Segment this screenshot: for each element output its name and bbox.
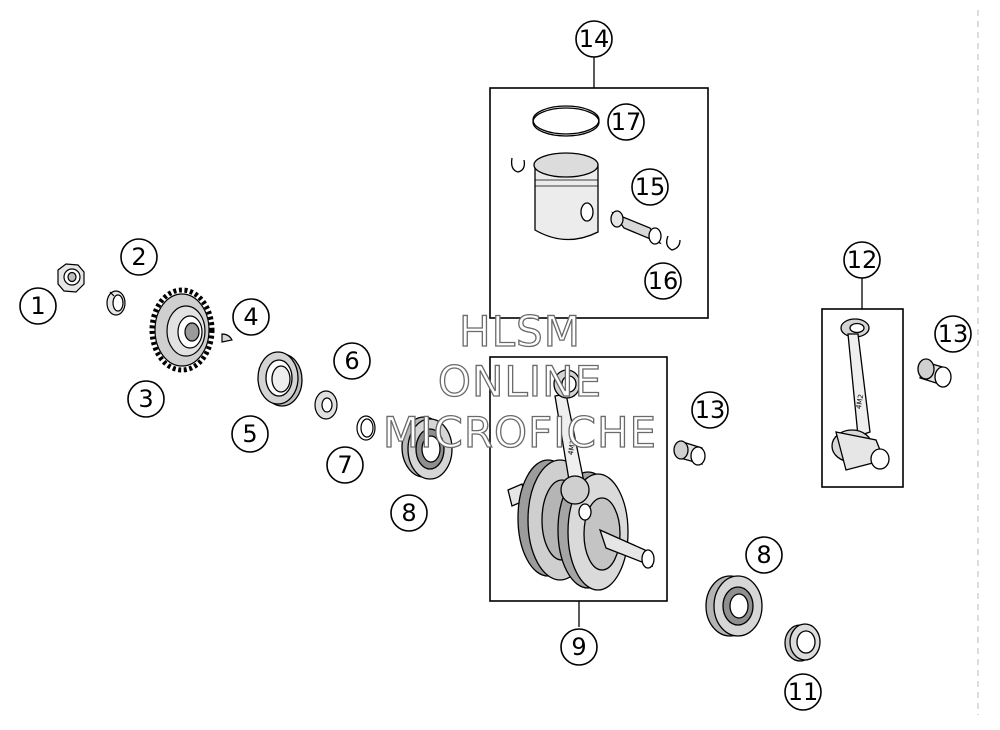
needle-bearing-center[interactable] [673, 440, 706, 466]
piston-circlip-right[interactable] [666, 235, 681, 251]
callout-14[interactable]: 14 [575, 20, 613, 58]
svg-text:1: 1 [30, 292, 45, 320]
callout-13-center[interactable]: 13 [691, 391, 729, 429]
primary-gear[interactable] [149, 287, 215, 373]
svg-text:8: 8 [401, 499, 416, 527]
callout-8-left[interactable]: 8 [390, 494, 428, 532]
callout-6[interactable]: 6 [333, 342, 371, 380]
callout-1[interactable]: 1 [19, 287, 57, 325]
svg-text:13: 13 [938, 320, 969, 348]
svg-text:4: 4 [243, 303, 258, 331]
callout-7[interactable]: 7 [326, 446, 364, 484]
svg-text:8: 8 [756, 541, 771, 569]
callout-2[interactable]: 2 [120, 238, 158, 276]
shaft-seal-small[interactable] [784, 623, 821, 662]
svg-text:6: 6 [344, 347, 359, 375]
ball-bearing-left[interactable] [401, 416, 453, 480]
svg-text:16: 16 [648, 267, 679, 295]
piston-pin[interactable] [610, 210, 662, 245]
callout-13-right[interactable]: 13 [934, 315, 972, 353]
crankshaft[interactable]: 4M2 [507, 369, 655, 591]
piston[interactable] [533, 152, 599, 241]
callout-9[interactable]: 9 [560, 628, 598, 666]
watermark: HLSM ONLINE MICROFICHE [382, 306, 657, 457]
callout-8-right[interactable]: 8 [745, 536, 783, 574]
callout-3[interactable]: 3 [127, 380, 165, 418]
callout-16[interactable]: 16 [644, 262, 682, 300]
svg-text:MICROFICHE: MICROFICHE [383, 408, 657, 457]
piston-kit-frame [489, 87, 709, 319]
svg-text:9: 9 [571, 633, 586, 661]
callout-12[interactable]: 12 [843, 241, 881, 279]
crankshaft-conrod-marking: 4M2 [567, 440, 577, 456]
svg-text:5: 5 [242, 420, 257, 448]
ball-bearing-right[interactable] [705, 575, 763, 637]
lock-washer[interactable] [106, 290, 126, 316]
svg-text:13: 13 [695, 396, 726, 424]
svg-text:HLSM: HLSM [459, 307, 581, 356]
callout-11[interactable]: 11 [784, 673, 822, 711]
thrust-washer[interactable] [314, 390, 338, 420]
svg-text:15: 15 [635, 173, 666, 201]
svg-text:3: 3 [138, 385, 153, 413]
svg-text:17: 17 [611, 108, 642, 136]
woodruff-key[interactable] [221, 333, 233, 343]
connecting-rod[interactable]: 4M2 [831, 318, 890, 471]
needle-bearing-right[interactable] [917, 358, 952, 388]
callout-17[interactable]: 17 [607, 103, 645, 141]
svg-text:14: 14 [579, 25, 610, 53]
callout-15[interactable]: 15 [631, 168, 669, 206]
shim-ring[interactable] [356, 415, 376, 441]
conrod-kit-marking: 4M2 [855, 394, 865, 410]
callout-5[interactable]: 5 [231, 415, 269, 453]
svg-text:7: 7 [337, 451, 352, 479]
collar-nut[interactable] [57, 263, 85, 293]
svg-text:12: 12 [847, 246, 878, 274]
svg-text:11: 11 [788, 678, 819, 706]
callout-4[interactable]: 4 [232, 298, 270, 336]
svg-text:ONLINE: ONLINE [438, 357, 602, 406]
svg-text:2: 2 [131, 243, 146, 271]
piston-circlip-left[interactable] [510, 157, 526, 173]
shaft-seal-ring[interactable] [257, 351, 303, 407]
piston-ring[interactable] [532, 105, 600, 137]
